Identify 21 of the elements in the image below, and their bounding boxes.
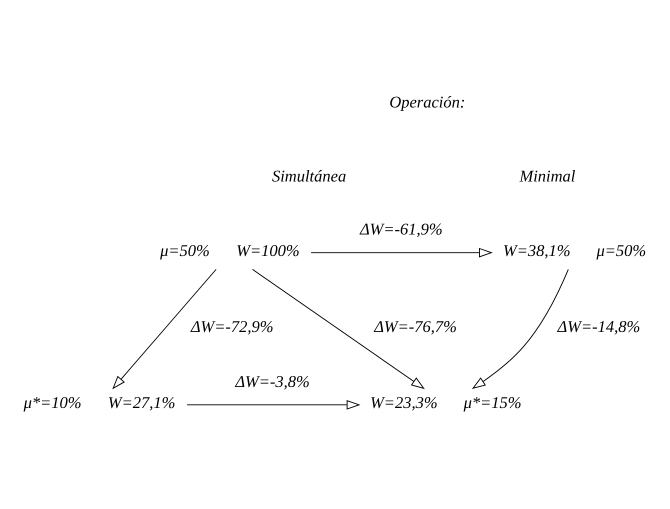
node-text: W=38,1%	[502, 240, 570, 260]
edge-label: ΔW=-61,9%	[360, 220, 443, 239]
arrow	[310, 248, 493, 258]
node-text: W=100%	[236, 240, 300, 260]
label: Minimal	[519, 166, 576, 186]
node-label: μ*=15%	[464, 392, 522, 412]
edge-label: ΔW=-72,9%	[190, 316, 274, 336]
node-text: W=23,3%	[370, 392, 438, 412]
arrow	[472, 268, 569, 389]
arrow	[186, 400, 360, 410]
node-label: μ=50%	[596, 240, 646, 260]
arrow	[252, 268, 425, 390]
label: Operación:	[389, 92, 466, 112]
arrow	[112, 268, 217, 390]
edge-label: ΔW=-14,8%	[558, 316, 640, 336]
label: Simultánea	[272, 166, 346, 186]
edge-label: ΔW=-76,7%	[374, 316, 457, 336]
node-text: W=27,1%	[108, 392, 176, 412]
node-label: μ*=10%	[24, 392, 82, 412]
node-label: μ=50%	[160, 240, 210, 260]
edge-label: ΔW=-3,8%	[235, 372, 310, 391]
